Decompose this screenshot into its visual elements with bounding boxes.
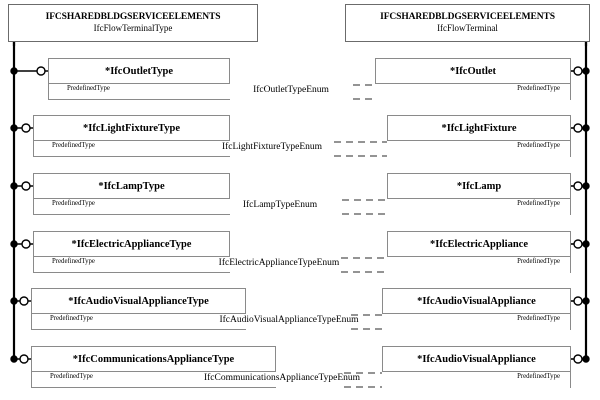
attribute-band-right-3: PredefinedType bbox=[387, 199, 571, 215]
attribute-label-right-6: PredefinedType bbox=[517, 373, 560, 380]
attribute-label-left-6: PredefinedType bbox=[50, 373, 93, 380]
enum-label-2: IfcLightFixtureTypeEnum bbox=[221, 142, 323, 152]
attribute-label-left-5: PredefinedType bbox=[50, 315, 93, 322]
entity-box-left-2[interactable]: *IfcLightFixtureType bbox=[33, 115, 230, 141]
entity-name-right-1: *IfcOutlet bbox=[449, 65, 497, 77]
entity-box-right-5[interactable]: *IfcAudioVisualAppliance bbox=[382, 288, 571, 314]
attribute-band-left-5: PredefinedType bbox=[31, 314, 246, 330]
attribute-label-left-3: PredefinedType bbox=[52, 200, 95, 207]
attribute-band-right-6: PredefinedType bbox=[382, 372, 571, 388]
entity-name-right-3: *IfcLamp bbox=[456, 180, 502, 192]
header-right-entity: IfcFlowTerminal bbox=[437, 23, 498, 34]
entity-box-left-4[interactable]: *IfcElectricApplianceType bbox=[33, 231, 230, 257]
attribute-label-right-3: PredefinedType bbox=[517, 200, 560, 207]
attribute-band-left-4: PredefinedType bbox=[33, 257, 230, 273]
entity-name-left-4: *IfcElectricApplianceType bbox=[71, 238, 192, 250]
entity-box-right-2[interactable]: *IfcLightFixture bbox=[387, 115, 571, 141]
attribute-band-left-1: PredefinedType bbox=[48, 84, 230, 100]
attribute-label-right-4: PredefinedType bbox=[517, 258, 560, 265]
attribute-label-left-4: PredefinedType bbox=[52, 258, 95, 265]
entity-box-right-4[interactable]: *IfcElectricAppliance bbox=[387, 231, 571, 257]
entity-box-right-3[interactable]: *IfcLamp bbox=[387, 173, 571, 199]
entity-name-right-2: *IfcLightFixture bbox=[441, 122, 517, 134]
entity-name-right-6: *IfcAudioVisualAppliance bbox=[417, 353, 536, 365]
attribute-label-right-2: PredefinedType bbox=[517, 142, 560, 149]
entity-box-left-3[interactable]: *IfcLampType bbox=[33, 173, 230, 199]
enum-label-4: IfcElectricApplianceTypeEnum bbox=[218, 258, 340, 268]
attribute-band-left-6: PredefinedType bbox=[31, 372, 276, 388]
header-box-right: IFCSHAREDBLDGSERVICEELEMENTS IfcFlowTerm… bbox=[345, 4, 590, 42]
attribute-label-left-1: PredefinedType bbox=[67, 85, 110, 92]
header-right-schema: IFCSHAREDBLDGSERVICEELEMENTS bbox=[380, 12, 555, 23]
entity-name-left-2: *IfcLightFixtureType bbox=[82, 122, 181, 134]
entity-name-right-4: *IfcElectricAppliance bbox=[430, 238, 528, 250]
entity-name-right-5: *IfcAudioVisualAppliance bbox=[417, 295, 536, 307]
entity-name-left-6: *IfcCommunicationsApplianceType bbox=[72, 353, 235, 365]
attribute-band-right-2: PredefinedType bbox=[387, 141, 571, 157]
entity-box-left-1[interactable]: *IfcOutletType bbox=[48, 58, 230, 84]
attribute-band-left-2: PredefinedType bbox=[33, 141, 230, 157]
attribute-band-right-4: PredefinedType bbox=[387, 257, 571, 273]
attribute-label-right-1: PredefinedType bbox=[517, 85, 560, 92]
entity-name-left-1: *IfcOutletType bbox=[104, 65, 174, 77]
attribute-band-right-5: PredefinedType bbox=[382, 314, 571, 330]
entity-name-left-5: *IfcAudioVisualApplianceType bbox=[68, 295, 209, 307]
entity-box-left-6[interactable]: *IfcCommunicationsApplianceType bbox=[31, 346, 276, 372]
entity-box-left-5[interactable]: *IfcAudioVisualApplianceType bbox=[31, 288, 246, 314]
enum-label-6: IfcCommunicationsApplianceTypeEnum bbox=[203, 373, 361, 383]
entity-name-left-3: *IfcLampType bbox=[98, 180, 165, 192]
entity-box-right-6[interactable]: *IfcAudioVisualAppliance bbox=[382, 346, 571, 372]
attribute-band-right-1: PredefinedType bbox=[375, 84, 571, 100]
entity-box-right-1[interactable]: *IfcOutlet bbox=[375, 58, 571, 84]
header-left-entity: IfcFlowTerminalType bbox=[93, 23, 173, 34]
enum-label-3: IfcLampTypeEnum bbox=[242, 200, 318, 210]
attribute-band-left-3: PredefinedType bbox=[33, 199, 230, 215]
attribute-label-right-5: PredefinedType bbox=[517, 315, 560, 322]
attribute-label-left-2: PredefinedType bbox=[52, 142, 95, 149]
enum-label-5: IfcAudioVisualApplianceTypeEnum bbox=[219, 315, 359, 325]
enum-label-1: IfcOutletTypeEnum bbox=[253, 85, 329, 95]
header-box-left: IFCSHAREDBLDGSERVICEELEMENTS IfcFlowTerm… bbox=[8, 4, 258, 42]
header-left-schema: IFCSHAREDBLDGSERVICEELEMENTS bbox=[45, 12, 221, 23]
